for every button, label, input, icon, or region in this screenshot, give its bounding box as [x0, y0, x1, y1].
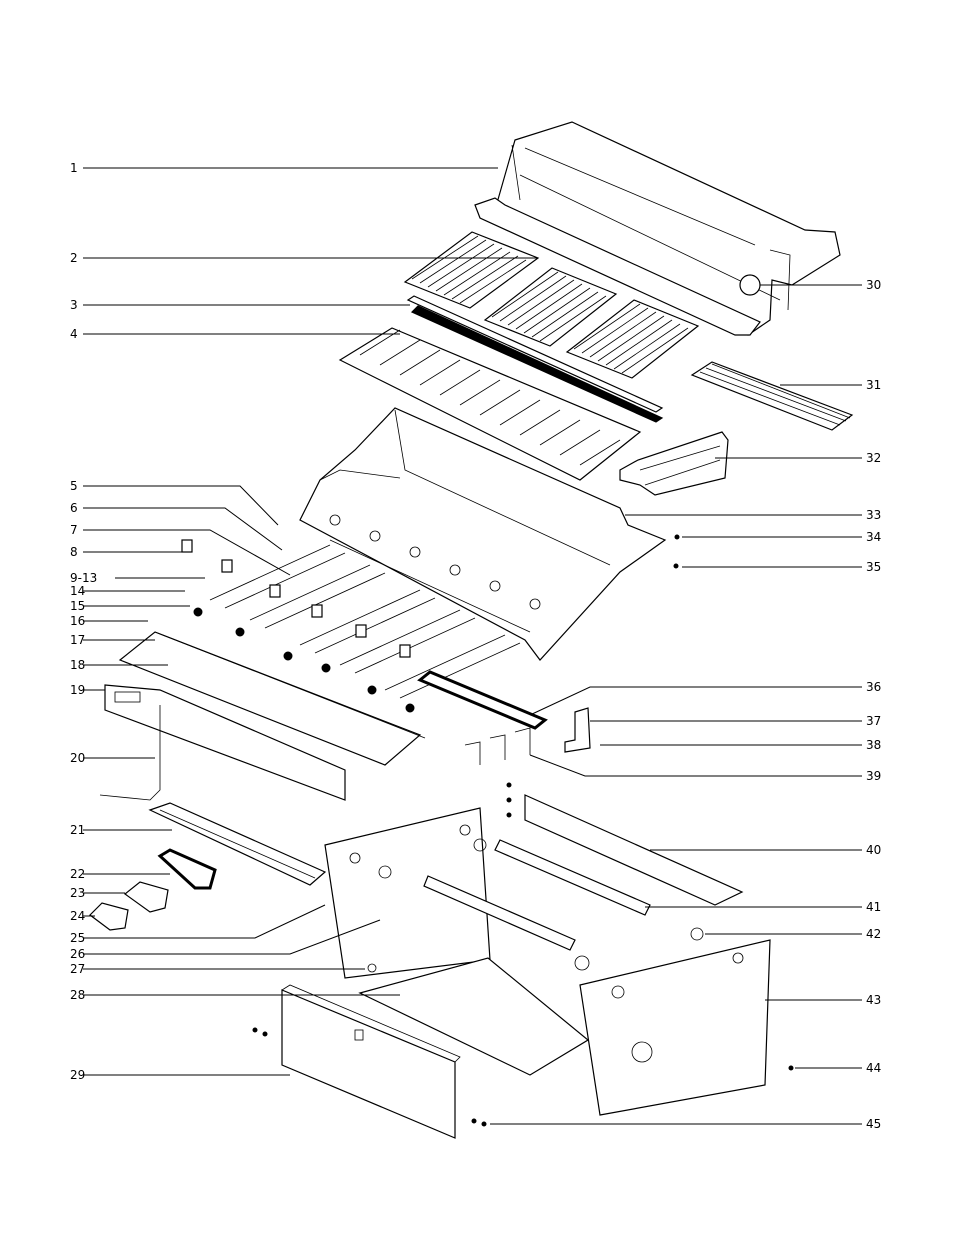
callout-23: 23 — [70, 886, 85, 900]
callout-8: 8 — [70, 545, 78, 559]
part-control-panel — [104, 684, 346, 801]
callout-20: 20 — [70, 751, 85, 765]
callout-3: 3 — [70, 298, 78, 312]
part-rail — [406, 295, 664, 423]
part-manifold — [118, 631, 426, 766]
callout-43: 43 — [866, 993, 881, 1007]
callout-36: 36 — [866, 680, 881, 694]
part-flavorizer-bars — [338, 327, 642, 481]
callout-5: 5 — [70, 479, 78, 493]
callout-19: 19 — [70, 683, 85, 697]
part-warming-rack — [690, 361, 854, 431]
callout-14: 14 — [70, 584, 85, 598]
part-ignitor-electrode — [417, 670, 548, 730]
callout-30: 30 — [866, 278, 881, 292]
part-foil-pan — [89, 902, 129, 931]
part-lid — [474, 121, 841, 336]
part-ignitor-wire — [99, 705, 161, 801]
part-knobs-valves — [181, 539, 415, 713]
callout-22: 22 — [70, 867, 85, 881]
callout-40: 40 — [866, 843, 881, 857]
part-right-frame — [579, 939, 771, 1116]
callout-33: 33 — [866, 508, 881, 522]
callout-18: 18 — [70, 658, 85, 672]
callout-2: 2 — [70, 251, 78, 265]
callout-45: 45 — [866, 1117, 881, 1131]
callout-44: 44 — [866, 1061, 881, 1075]
callout-31: 31 — [866, 378, 881, 392]
part-grease-tray — [157, 848, 217, 890]
callout-28: 28 — [70, 988, 85, 1002]
leader-lines — [83, 167, 862, 1125]
part-smoker-box — [619, 431, 729, 496]
callout-17: 17 — [70, 633, 85, 647]
callout-6: 6 — [70, 501, 78, 515]
callout-35: 35 — [866, 560, 881, 574]
part-rear-frame — [423, 794, 744, 971]
callout-42: 42 — [866, 927, 881, 941]
callout-37: 37 — [866, 714, 881, 728]
callout-9-13: 9-13 — [70, 571, 97, 585]
callout-27: 27 — [70, 962, 85, 976]
part-burner-tubes — [209, 544, 521, 699]
callout-21: 21 — [70, 823, 85, 837]
callout-16: 16 — [70, 614, 85, 628]
part-cookbox — [299, 407, 667, 661]
callout-4: 4 — [70, 327, 78, 341]
callout-39: 39 — [866, 769, 881, 783]
callout-41: 41 — [866, 900, 881, 914]
callout-26: 26 — [70, 947, 85, 961]
callout-29: 29 — [70, 1068, 85, 1082]
part-catch-pan-holder — [148, 802, 327, 886]
callout-labels: 1 2 3 4 5 6 7 8 9-13 14 15 16 17 18 19 2… — [70, 161, 881, 1131]
callout-7: 7 — [70, 523, 78, 537]
part-catch-pan — [124, 881, 169, 913]
callout-32: 32 — [866, 451, 881, 465]
callout-38: 38 — [866, 738, 881, 752]
part-door — [281, 984, 461, 1139]
callout-1: 1 — [70, 161, 78, 175]
part-brackets — [464, 707, 591, 765]
part-fasteners — [252, 534, 794, 1127]
callout-34: 34 — [866, 530, 881, 544]
callout-25: 25 — [70, 931, 85, 945]
callout-15: 15 — [70, 599, 85, 613]
callout-24: 24 — [70, 909, 85, 923]
